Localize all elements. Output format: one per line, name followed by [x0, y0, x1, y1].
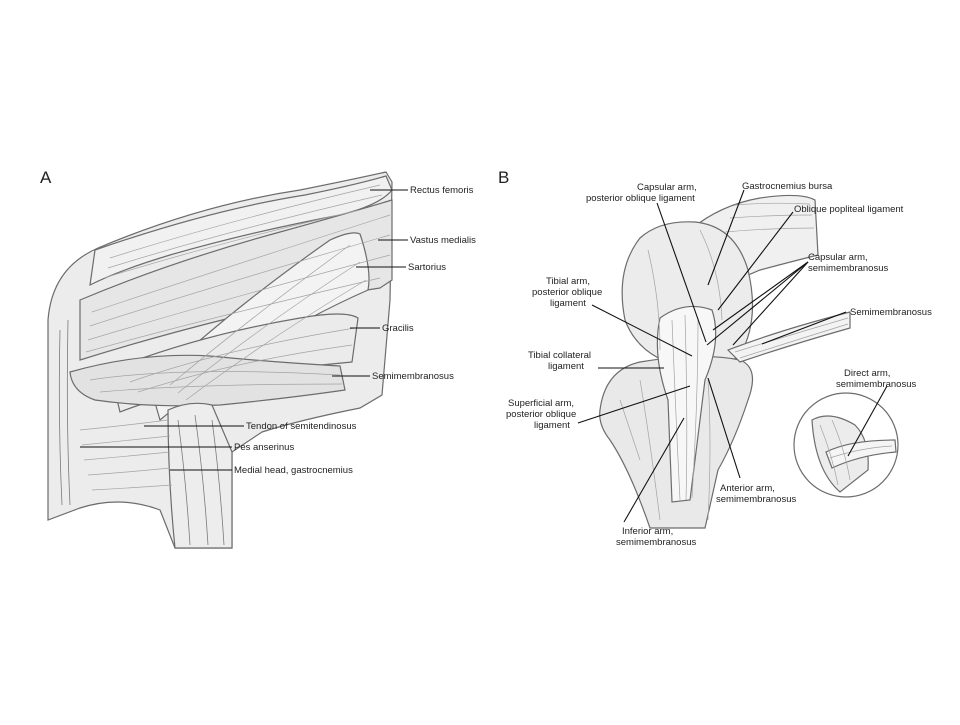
panel-a-fibers	[58, 184, 391, 546]
panel-b-illustration	[599, 194, 899, 529]
panel-a-labels: Rectus femoris Vastus medialis Sartorius…	[234, 185, 476, 476]
label-gastrocnemius-bursa: Gastrocnemius bursa	[742, 181, 833, 192]
label-tendon-of-semitendinosus: Tendon of semitendinosus	[246, 421, 357, 432]
label-tibial-collateral-ligament: Tibial collateral ligament	[528, 350, 594, 372]
label-medial-head-gastrocnemius: Medial head, gastrocnemius	[234, 465, 353, 476]
label-pes-anserinus: Pes anserinus	[234, 442, 294, 453]
gastrocnemius-shape	[167, 402, 233, 549]
label-capsular-arm-pol: Capsular arm, posterior oblique ligament	[586, 182, 699, 204]
vastus-medialis-shape	[79, 199, 393, 361]
panel-b: B	[498, 168, 932, 548]
panel-a: A	[40, 168, 476, 549]
semimembranosus-shape	[69, 354, 346, 407]
label-vastus-medialis: Vastus medialis	[410, 235, 476, 246]
label-direct-arm: Direct arm, semimembranosus	[836, 368, 916, 390]
direct-arm-inset	[793, 392, 899, 498]
label-sartorius: Sartorius	[408, 262, 446, 273]
panel-b-letter: B	[498, 168, 509, 187]
label-semimembranosus-b: Semimembranosus	[850, 307, 932, 318]
panel-b-fibers	[619, 202, 849, 521]
panel-a-leader-lines	[80, 189, 408, 471]
panel-b-leader-lines	[577, 189, 888, 523]
label-gracilis: Gracilis	[382, 323, 414, 334]
label-tibial-arm-pol: Tibial arm, posterior oblique ligament	[532, 276, 605, 309]
label-superficial-arm-pol: Superficial arm, posterior oblique ligam…	[506, 398, 579, 431]
label-rectus-femoris: Rectus femoris	[410, 185, 474, 196]
label-oblique-popliteal-ligament: Oblique popliteal ligament	[794, 204, 904, 215]
panel-a-letter: A	[40, 168, 52, 187]
panel-b-labels: Capsular arm, posterior oblique ligament…	[506, 181, 932, 548]
label-capsular-arm-semimembranosus: Capsular arm, semimembranosus	[808, 252, 888, 274]
label-semimembranosus: Semimembranosus	[372, 371, 454, 382]
panel-a-illustration	[47, 171, 393, 549]
label-anterior-arm: Anterior arm, semimembranosus	[716, 483, 796, 505]
rectus-femoris-shape	[89, 175, 393, 287]
semimembranosus-muscle	[726, 311, 851, 363]
label-inferior-arm: Inferior arm, semimembranosus	[616, 526, 696, 548]
